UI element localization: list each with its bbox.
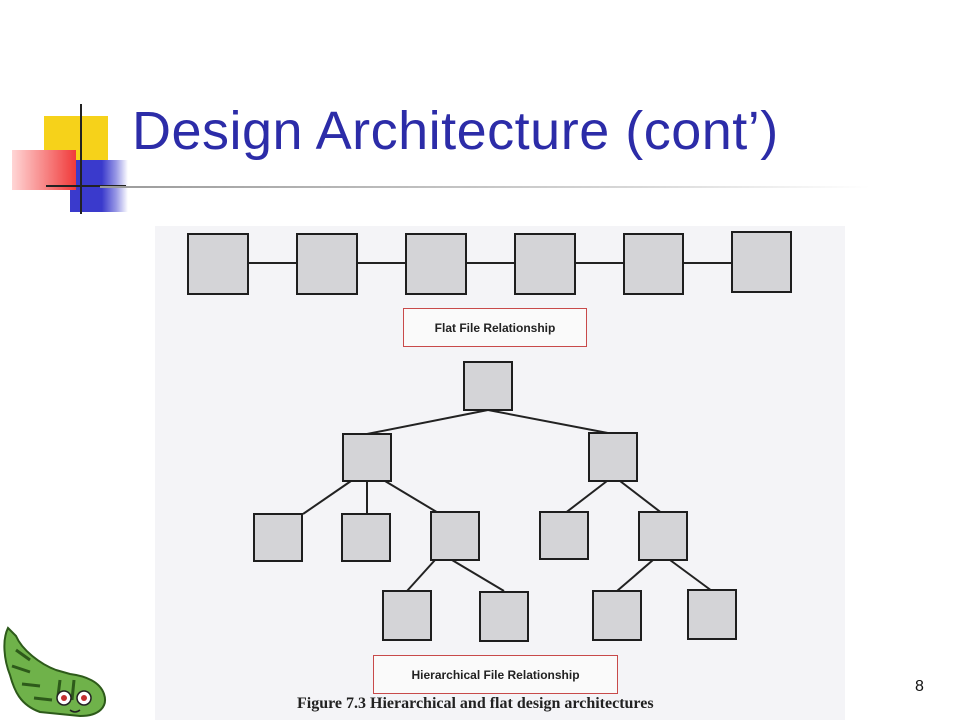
level1-file-box xyxy=(588,432,638,482)
tree-edge xyxy=(616,559,654,592)
connector-lines xyxy=(248,262,732,592)
tree-edge xyxy=(669,559,713,592)
flat-file-box xyxy=(187,233,249,295)
flat-file-box xyxy=(296,233,358,295)
level1-file-box xyxy=(342,433,392,482)
tree-edge xyxy=(451,559,505,592)
level2-file-box xyxy=(539,511,589,560)
flat-file-box xyxy=(623,233,684,295)
tree-edge xyxy=(302,480,352,515)
flat-file-box xyxy=(731,231,792,293)
level2-file-box xyxy=(253,513,303,562)
level2-file-box xyxy=(638,511,688,561)
title-underline xyxy=(100,186,870,188)
slide-number: 8 xyxy=(915,678,924,695)
flat-file-box xyxy=(514,233,576,295)
tree-edge xyxy=(487,409,614,435)
flat-file-box xyxy=(405,233,467,295)
architecture-diagram xyxy=(187,231,792,642)
level2-file-box xyxy=(341,513,391,562)
vertical-rule xyxy=(80,104,82,214)
tree-edge xyxy=(619,480,664,515)
file-boxes xyxy=(187,231,792,642)
hierarchical-file-label: Hierarchical File Relationship xyxy=(373,655,618,694)
tree-edge xyxy=(406,559,436,592)
level3-file-box xyxy=(382,590,432,641)
tree-edge xyxy=(384,480,441,515)
tree-edge xyxy=(563,480,608,515)
level2-file-box xyxy=(430,511,480,561)
figure-caption: Figure 7.3 Hierarchical and flat design … xyxy=(297,695,654,712)
tree-edge xyxy=(366,409,489,435)
red-square xyxy=(12,150,76,190)
horizontal-rule xyxy=(46,185,126,187)
level3-file-box xyxy=(687,589,737,640)
level3-file-box xyxy=(592,590,642,641)
root-file-box xyxy=(463,361,513,411)
flat-file-label: Flat File Relationship xyxy=(403,308,587,347)
level3-file-box xyxy=(479,591,529,642)
green-cat-icon xyxy=(3,626,106,718)
slide-title: Design Architecture (cont’) xyxy=(132,101,779,161)
figure-scan xyxy=(155,226,845,720)
